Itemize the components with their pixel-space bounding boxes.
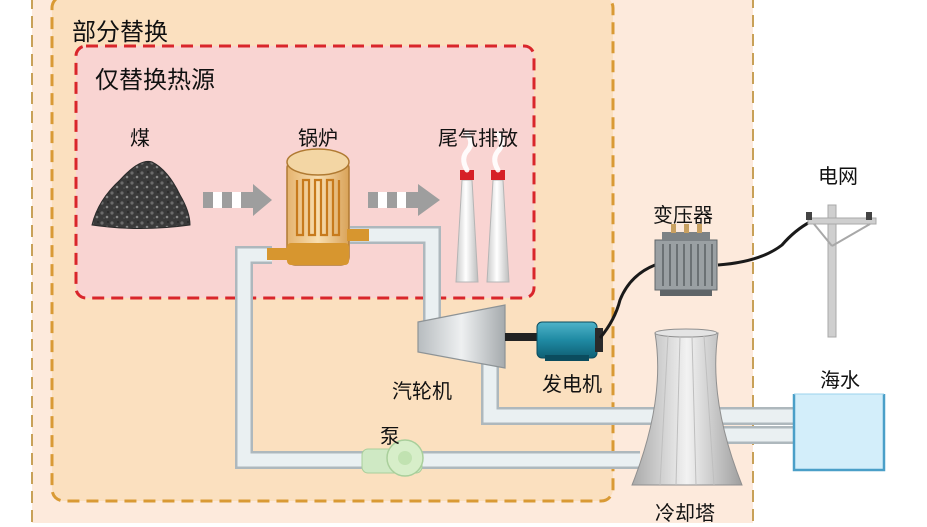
- cable-transformer-grid: [717, 220, 811, 267]
- cooling-tower: [631, 328, 743, 486]
- seawater-tank: [792, 393, 886, 472]
- steam-turbine: [417, 304, 537, 369]
- flow-arrow-coal: [203, 184, 272, 216]
- label-exhaust: 尾气排放: [438, 126, 518, 150]
- label-transformer: 变压器: [653, 203, 713, 227]
- cable-generator-transformer: [598, 263, 656, 339]
- label-grid: 电网: [818, 164, 858, 188]
- pump: [361, 439, 424, 477]
- power-grid-pole: [806, 204, 877, 338]
- generator: [536, 321, 603, 361]
- zone-title-heat-source: 仅替换热源: [95, 66, 215, 94]
- label-cooling-tower: 冷却塔: [655, 501, 715, 525]
- label-seawater: 海水: [820, 368, 860, 392]
- label-pump: 泵: [380, 424, 400, 448]
- transformer: [654, 224, 718, 296]
- label-generator: 发电机: [542, 372, 602, 396]
- coal-pile: [91, 160, 191, 229]
- label-turbine: 汽轮机: [392, 379, 452, 403]
- label-boiler: 锅炉: [298, 126, 338, 150]
- boiler: [267, 148, 369, 266]
- label-coal: 煤: [130, 126, 150, 150]
- exhaust-chimneys: [455, 131, 510, 283]
- flow-arrow-exhaust: [368, 184, 440, 216]
- zone-title-partial-replacement: 部分替换: [72, 18, 168, 46]
